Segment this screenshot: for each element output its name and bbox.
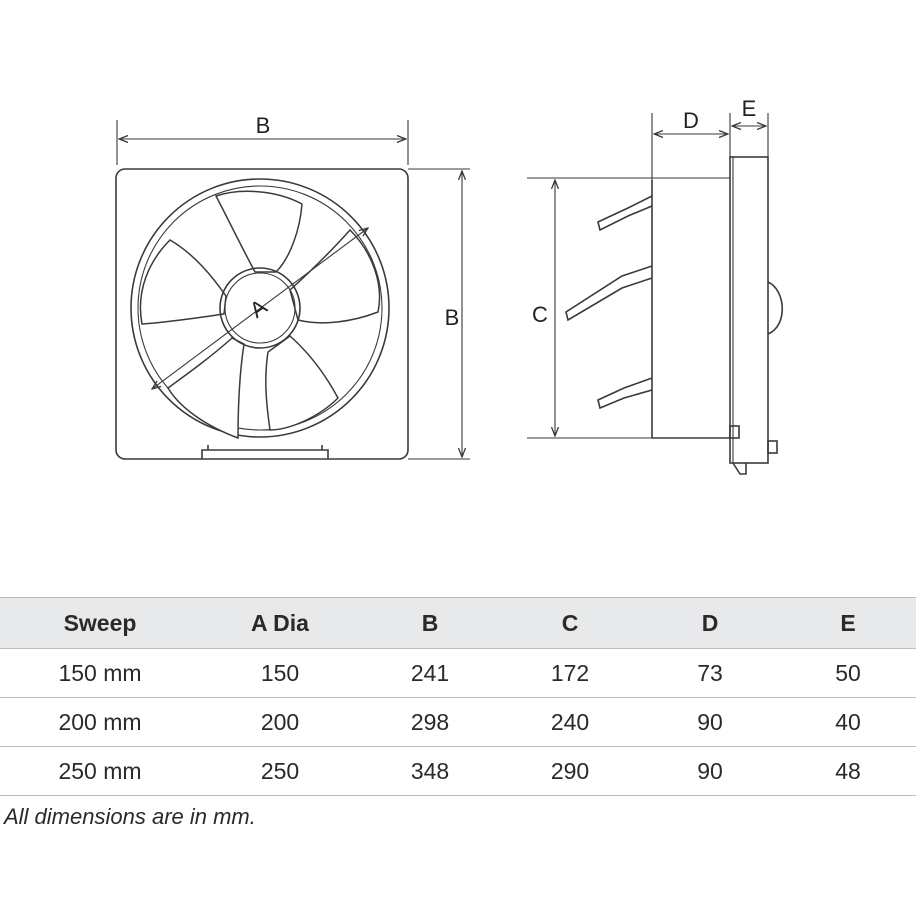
header-sweep: Sweep: [0, 597, 200, 649]
table-row: 150 mm 150 241 172 73 50: [0, 648, 916, 698]
cell-sweep: 150 mm: [0, 648, 200, 698]
cell-e: 40: [780, 697, 916, 747]
table-row: 250 mm 250 348 290 90 48: [0, 746, 916, 796]
footnote: All dimensions are in mm.: [4, 804, 256, 829]
dimension-line-a-diameter: [152, 228, 368, 389]
grille-bar-top: [597, 195, 653, 232]
cell-c: 172: [500, 648, 640, 698]
table-header-row: Sweep A Dia B C D E: [0, 597, 916, 649]
cell-a-dia: 200: [200, 697, 360, 747]
table-row: 200 mm 200 298 240 90 40: [0, 697, 916, 747]
cell-d: 90: [640, 697, 780, 747]
cell-a-dia: 150: [200, 648, 360, 698]
motor-housing: [767, 281, 783, 335]
cell-c: 240: [500, 697, 640, 747]
cell-sweep: 200 mm: [0, 697, 200, 747]
header-c: C: [500, 597, 640, 649]
fan-stand: [201, 445, 329, 459]
label-a-diameter: A: [245, 294, 272, 323]
grille-bar-bottom: [597, 377, 653, 410]
header-e: E: [780, 597, 916, 649]
cell-b: 348: [360, 746, 500, 796]
front-view: B A B: [115, 113, 470, 460]
header-b: B: [360, 597, 500, 649]
cell-e: 48: [780, 746, 916, 796]
label-b-width: B: [256, 113, 271, 138]
grille-bar-middle: [565, 265, 653, 322]
cell-d: 90: [640, 746, 780, 796]
fan-frame: [115, 168, 409, 460]
label-e: E: [742, 96, 757, 121]
cell-b: 241: [360, 648, 500, 698]
label-d: D: [683, 108, 699, 133]
cell-c: 290: [500, 746, 640, 796]
header-a-dia: A Dia: [200, 597, 360, 649]
fan-guard-ring: [130, 178, 390, 438]
cell-sweep: 250 mm: [0, 746, 200, 796]
header-d: D: [640, 597, 780, 649]
label-c: C: [532, 302, 548, 327]
cell-d: 73: [640, 648, 780, 698]
fan-dimension-diagram: B A B C: [115, 96, 783, 475]
label-b-height: B: [445, 305, 460, 330]
cell-a-dia: 250: [200, 746, 360, 796]
cell-e: 50: [780, 648, 916, 698]
side-frame-plate: [729, 156, 769, 464]
cell-b: 298: [360, 697, 500, 747]
side-view: C D E: [527, 96, 783, 475]
dimensions-table: Sweep A Dia B C D E 150 mm 150 241 172 7…: [0, 597, 916, 796]
